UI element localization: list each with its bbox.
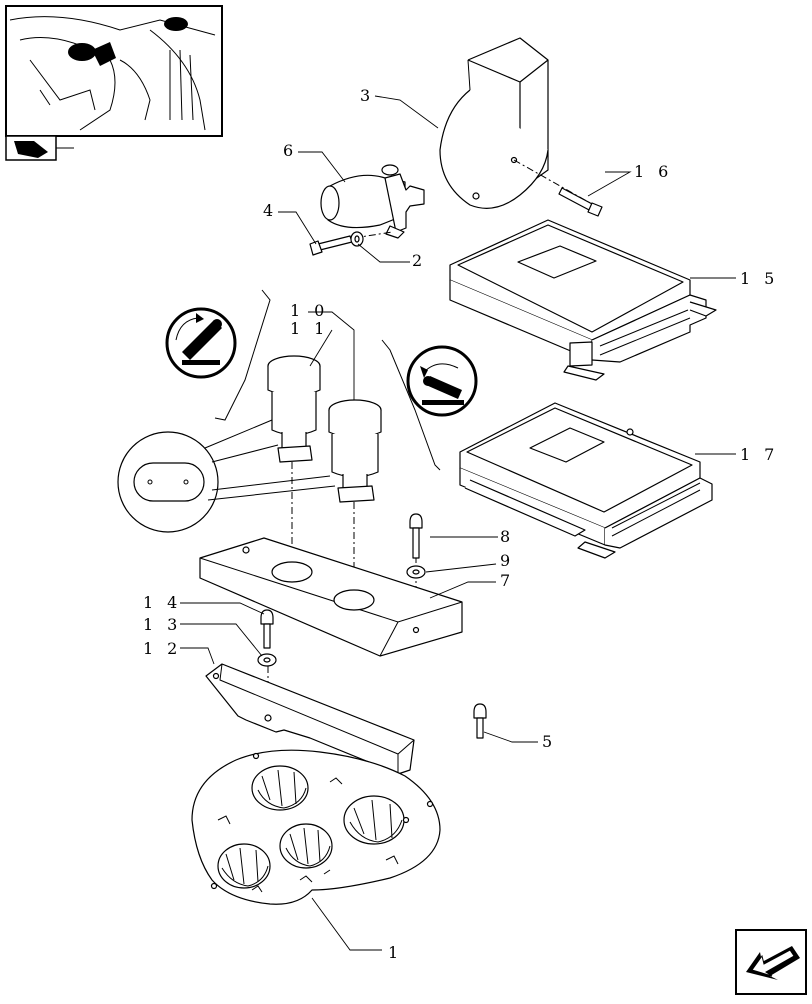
part-13-washer: [257, 653, 277, 667]
callout-16: 16: [634, 162, 682, 181]
callout-15: 15: [740, 269, 788, 288]
part-11-switch: [267, 355, 321, 463]
callout-17: 17: [740, 445, 788, 464]
connector-detail-circle: [117, 419, 336, 533]
callout-4: 4: [263, 201, 275, 220]
part-6-relay: [320, 164, 425, 239]
lever-raise-symbol: [165, 307, 237, 379]
callout-14: 14: [143, 593, 191, 612]
part-1-control-panel: [191, 749, 441, 905]
part-14-screw: [260, 609, 274, 649]
lever-lower-symbol: [406, 345, 478, 417]
callout-7: 7: [500, 571, 512, 590]
part-4-screw: [309, 235, 353, 256]
part-15-ecu: [449, 219, 717, 381]
callout-2: 2: [412, 251, 424, 270]
leader-lines: [180, 95, 736, 951]
callout-1: 1: [388, 943, 400, 962]
part-7-plate: [199, 537, 463, 657]
callout-labels: 1 2 3 4 5 6 7 8 9 10 11 12 13 14 15 16 1…: [143, 86, 788, 962]
callout-12: 12: [143, 639, 191, 658]
callout-13: 13: [143, 615, 191, 634]
folder-tab-icon: [14, 141, 48, 158]
callout-5: 5: [542, 732, 554, 751]
callout-8: 8: [500, 527, 512, 546]
callout-3: 3: [360, 86, 372, 105]
part-10-switch: [328, 399, 382, 503]
callout-10: 10: [290, 301, 338, 320]
part-9-washer: [406, 565, 426, 579]
next-page-arrow-icon[interactable]: [735, 929, 807, 995]
part-12-bracket: [205, 663, 415, 775]
part-2-washer: [350, 231, 393, 247]
callout-11: 11: [290, 319, 338, 338]
callout-6: 6: [283, 141, 295, 160]
part-5-screw: [473, 703, 487, 739]
part-8-screw: [409, 513, 423, 559]
location-thumbnail[interactable]: [5, 5, 223, 161]
part-16-screw: [513, 159, 603, 217]
callout-9: 9: [500, 551, 512, 570]
part-3-bracket: [439, 37, 549, 209]
part-17-ecu: [459, 402, 713, 559]
